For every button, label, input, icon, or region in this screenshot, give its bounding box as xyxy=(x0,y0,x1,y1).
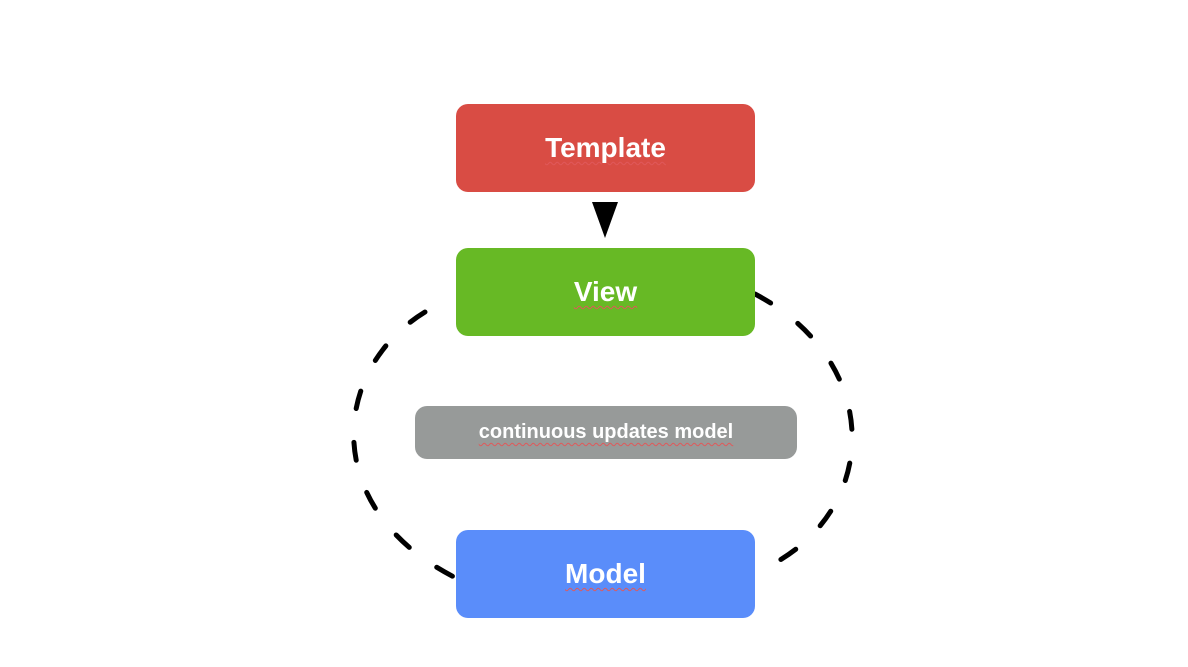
loop-right-arc xyxy=(752,291,855,563)
model-node: Model xyxy=(456,530,755,618)
view-node: View xyxy=(456,248,755,336)
template-node: Template xyxy=(456,104,755,192)
continuous-updates-label-text: continuous updates model xyxy=(478,421,734,443)
continuous-updates-label: continuous updates model xyxy=(415,406,797,459)
loop-left-arc xyxy=(351,309,459,581)
template-node-label: Template xyxy=(545,132,666,163)
view-node-label: View xyxy=(573,276,638,307)
model-node-label: Model xyxy=(565,558,646,589)
template-to-view-arrow xyxy=(592,202,618,238)
